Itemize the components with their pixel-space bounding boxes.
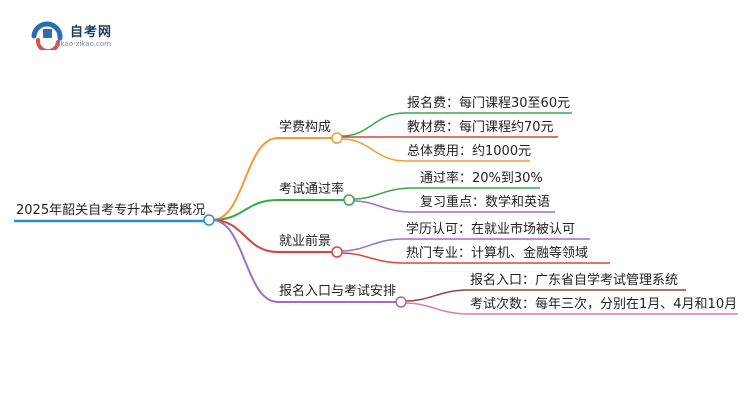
root-label: 2025年韶关自考专升本学费概况 bbox=[16, 203, 206, 218]
logo-subtitle: zikao-zikao.com bbox=[55, 40, 111, 48]
edge-b1-c3 bbox=[341, 138, 530, 162]
leaf-b3-2: 热门专业：计算机、金融等领域 bbox=[406, 246, 589, 261]
leaf-b1-3: 总体费用：约1000元 bbox=[407, 144, 532, 159]
leaf-b1-1: 报名费：每门课程30至60元 bbox=[407, 96, 571, 111]
edge-b2-c1 bbox=[353, 187, 540, 200]
branch-1-label: 学费构成 bbox=[279, 120, 332, 135]
branch-2-node-circle bbox=[343, 194, 355, 206]
branch-4-node-circle bbox=[395, 296, 407, 308]
leaf-b4-2: 考试次数：每年三次，分别在1月、4月和10月 bbox=[470, 297, 738, 312]
edge-b2-c2 bbox=[353, 200, 555, 213]
edge-root-b4 bbox=[211, 219, 400, 303]
branch-3-node-circle bbox=[331, 246, 343, 258]
root-node-circle bbox=[203, 214, 215, 226]
leaf-b2-2: 复习重点：数学和英语 bbox=[420, 195, 551, 210]
leaf-b3-1: 学历认可：在就业市场被认可 bbox=[406, 222, 576, 237]
logo-title: 自考网 bbox=[70, 25, 113, 40]
branch-2-label: 考试通过率 bbox=[279, 182, 345, 197]
edge-root-b1 bbox=[211, 137, 336, 221]
leaf-b2-1: 通过率：20%到30% bbox=[420, 171, 543, 186]
edge-b4-c2 bbox=[405, 302, 738, 315]
edge-root-b2 bbox=[211, 199, 348, 221]
logo-icon bbox=[31, 21, 63, 50]
edge-b4-c1 bbox=[405, 289, 686, 302]
branch-4-label: 报名入口与考试安排 bbox=[279, 284, 397, 299]
leaf-b1-2: 教材费：每门课程约70元 bbox=[407, 120, 554, 135]
leaf-b4-1: 报名入口：广东省自学考试管理系统 bbox=[470, 273, 679, 288]
edge-b3-c2 bbox=[341, 252, 610, 264]
branch-3-label: 就业前景 bbox=[279, 234, 332, 249]
edge-b1-c1 bbox=[341, 112, 572, 137]
branch-1-node-circle bbox=[331, 132, 343, 144]
edge-b3-c1 bbox=[341, 238, 590, 252]
edge-root-b3 bbox=[211, 219, 336, 253]
